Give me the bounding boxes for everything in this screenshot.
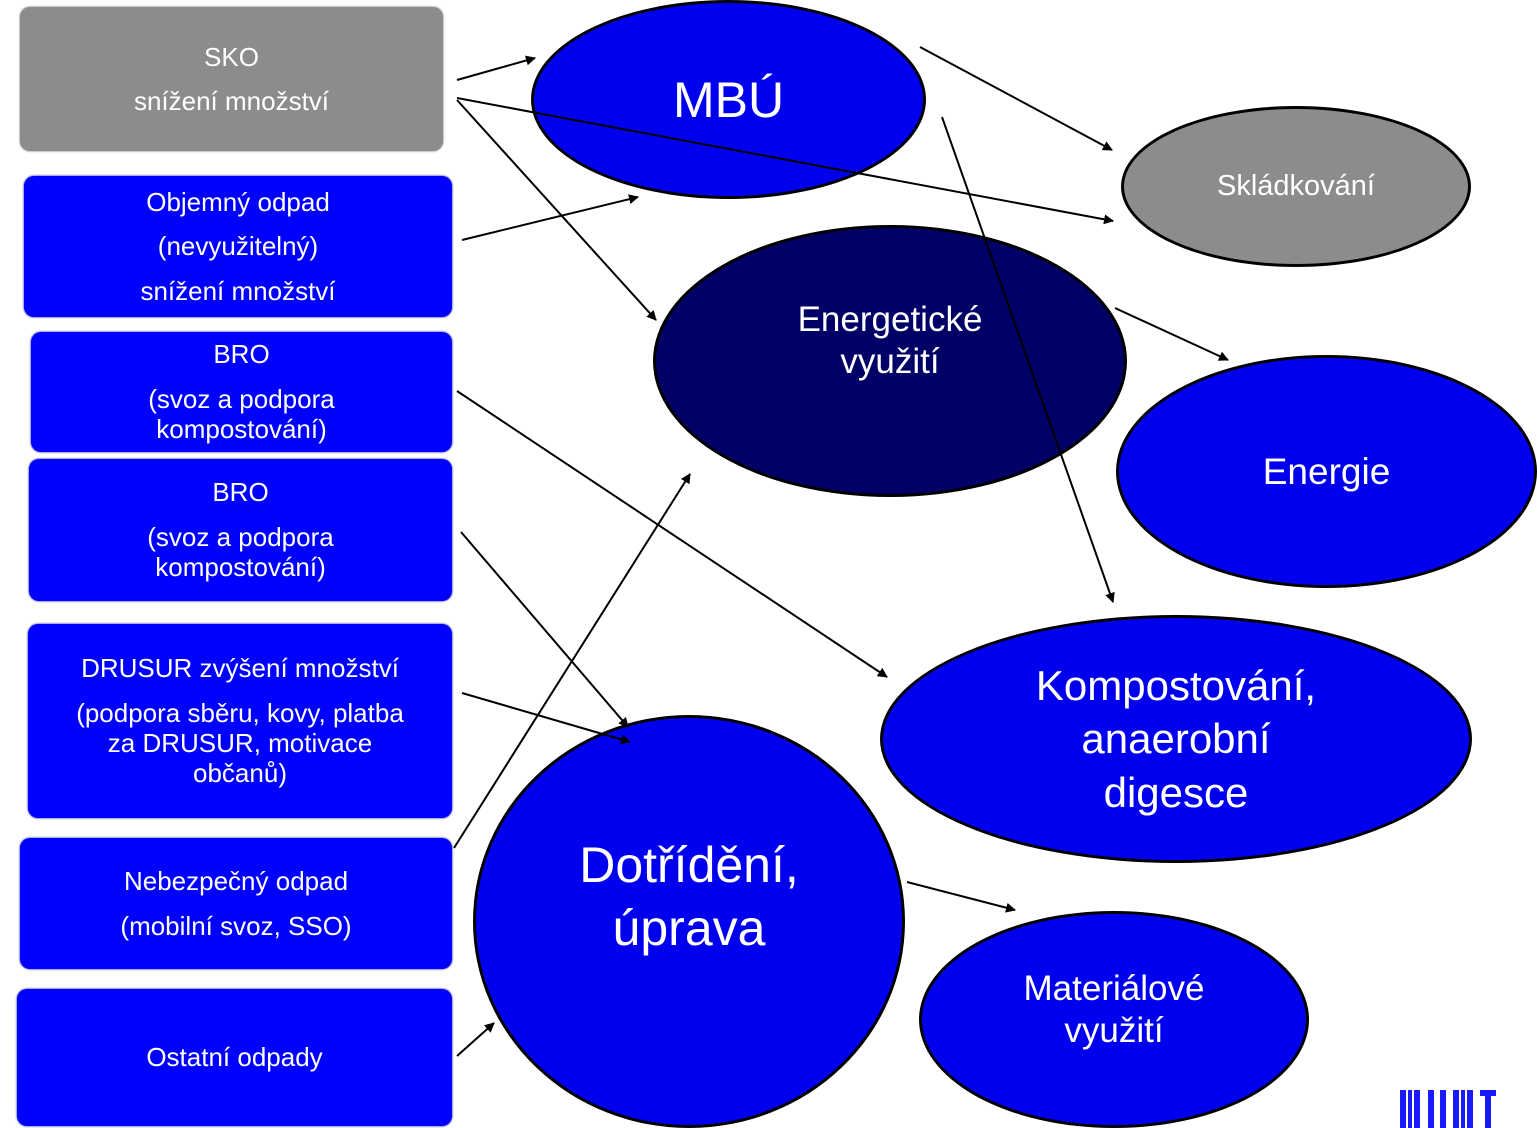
source-ostatni-odpady: Ostatní odpady	[17, 989, 452, 1126]
dotrideni-line-1: Dotřídění,	[579, 837, 799, 893]
source-drusur: DRUSUR zvýšení množství (podpora sběru, …	[28, 624, 452, 818]
arrow-objemny-to-mbu	[461, 194, 639, 241]
node-materialove-vyuziti: Materiálové využití	[919, 911, 1309, 1128]
energie-label: Energie	[1262, 450, 1391, 492]
source-sko: SKO snížení množství	[20, 7, 443, 151]
dotrideni-line-2: úprava	[612, 899, 766, 956]
bro1-line-2: (svoz a podpora	[148, 383, 335, 414]
mbu-label: MBÚ	[672, 71, 785, 128]
bro2-line-2: (svoz a podpora	[147, 521, 334, 552]
node-dotrideni-uprava: Dotřídění, úprava	[473, 715, 905, 1128]
kompostovani-line-3: digesce	[1103, 768, 1249, 816]
arrow-dotrideni-to-materialove	[906, 881, 1016, 913]
sko-title: SKO	[204, 41, 259, 72]
arrow-bro2-to-dotrideni	[460, 531, 629, 728]
objemny-line-2: (nevyužitelný)	[157, 231, 319, 262]
kompostovani-line-2: anaerobní	[1081, 715, 1271, 763]
arrow-mbu-to-skladkovani	[919, 46, 1113, 151]
arrow-energeticke-to-energie	[1114, 307, 1229, 361]
ostatni-line-1: Ostatní odpady	[146, 1042, 323, 1073]
node-kompostovani: Kompostování, anaerobní digesce	[880, 615, 1472, 863]
muni-logo	[1398, 1090, 1498, 1128]
drusur-line-4: občanů)	[193, 758, 287, 789]
drusur-line-3: za DRUSUR, motivace	[107, 728, 373, 758]
source-objemny-odpad: Objemný odpad (nevyužitelný) snížení mno…	[24, 176, 452, 317]
arrow-ostatni-to-dotrideni	[456, 1022, 495, 1057]
kompostovani-line-1: Kompostování,	[1035, 662, 1317, 709]
node-mbu: MBÚ	[531, 0, 926, 199]
arrow-bro1-to-kompostovani	[456, 390, 888, 678]
drusur-line-1: DRUSUR zvýšení množství	[81, 653, 399, 684]
arrow-drusur-to-dotrideni	[461, 692, 631, 745]
node-energie: Energie	[1116, 355, 1537, 588]
bro2-line-3: kompostování)	[155, 552, 326, 583]
node-skladkovani: Skládkování	[1121, 106, 1471, 267]
arrow-sko-to-energeticke	[456, 99, 657, 321]
arrow-mbu-to-kompostovani	[941, 116, 1115, 603]
arrow-sko-to-skladkovani	[456, 97, 1114, 225]
energeticke-line-1: Energetické	[797, 300, 983, 339]
materialove-line-2: využití	[1064, 1010, 1164, 1050]
source-nebezpecny-odpad: Nebezpečný odpad (mobilní svoz, SSO)	[20, 838, 452, 969]
arrow-sko-to-mbu	[456, 55, 536, 81]
nebezpecny-line-2: (mobilní svoz, SSO)	[120, 910, 352, 941]
sko-subtitle: snížení množství	[133, 86, 330, 116]
source-bro-2: BRO (svoz a podpora kompostování)	[29, 459, 452, 601]
muni-logo-icon	[1400, 1090, 1496, 1128]
objemny-line-3: snížení množství	[140, 275, 336, 306]
materialove-line-1: Materiálové	[1023, 968, 1205, 1008]
bro1-line-3: kompostování)	[156, 414, 327, 445]
arrow-nebezpecny-to-energeticke	[453, 473, 691, 849]
node-energeticke-vyuziti: Energetické využití	[653, 225, 1127, 497]
nebezpecny-line-1: Nebezpečný odpad	[123, 866, 349, 897]
drusur-line-2: (podpora sběru, kovy, platba	[76, 697, 404, 728]
bro2-line-1: BRO	[212, 477, 269, 508]
skladkovani-label: Skládkování	[1217, 170, 1375, 202]
bro1-line-1: BRO	[213, 339, 270, 370]
energeticke-line-2: využití	[840, 342, 940, 381]
source-bro-1: BRO (svoz a podpora kompostování)	[31, 332, 452, 452]
objemny-line-1: Objemný odpad	[146, 186, 330, 217]
